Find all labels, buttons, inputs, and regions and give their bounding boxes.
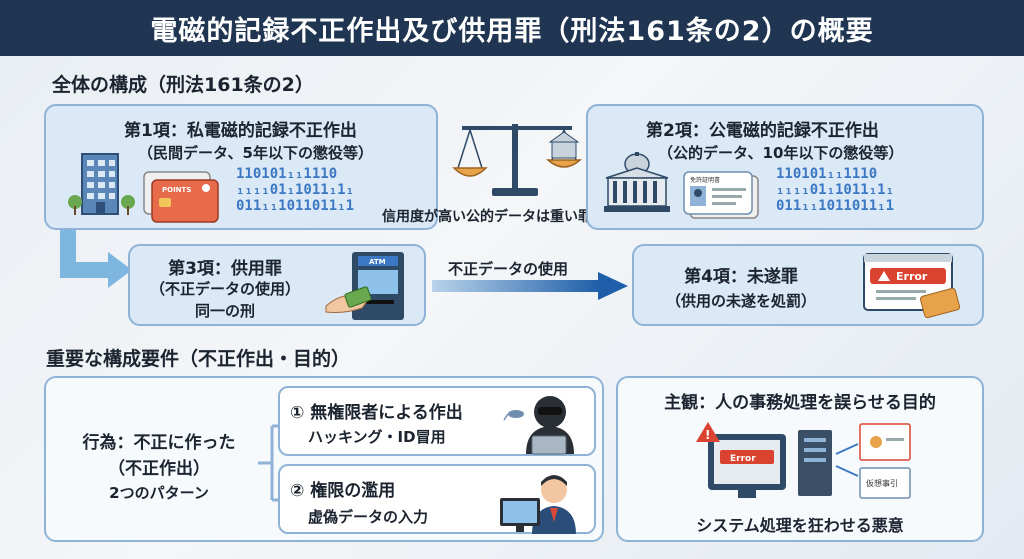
item3-sub2: 同一の刑 — [194, 302, 255, 320]
justice-scale-icon — [452, 124, 582, 196]
usage-arrow-label: 不正データの使用 — [448, 260, 569, 278]
atm-icon: ATM — [325, 252, 404, 320]
item3-sub1: （不正データの使用） — [149, 280, 300, 298]
item4-title: 第4項：未遂罪 — [684, 267, 798, 287]
hacker-icon — [503, 396, 574, 455]
pattern1-sub: ハッキング・ID冒用 — [308, 428, 446, 446]
item4-box: 第4項：未遂罪 （供用の未遂を処罰） Error — [632, 244, 984, 326]
office-building-icon — [68, 153, 135, 215]
item2-box: 第2項：公電磁的記録不正作出 （公的データ、10年以下の懲役等） 免許証明書 1… — [586, 104, 984, 230]
pattern1-title: ① 無権限者による作出 — [290, 403, 463, 423]
branch-connector — [258, 424, 288, 502]
act-line1: 行為：不正に作った — [82, 433, 236, 453]
overview-heading: 全体の構成（刑法161条の2） — [52, 74, 314, 96]
item3-title: 第3項：供用罪 — [168, 259, 282, 279]
item2-sub: （公的データ、10年以下の懲役等） — [658, 144, 904, 162]
header-bar: 電磁的記録不正作出及び供用罪（刑法161条の2）の概要 — [0, 0, 1024, 56]
item1-box: 第1項：私電磁的記録不正作出 （民間データ、5年以下の懲役等） POINTS 1… — [44, 104, 438, 230]
pattern2-title: ② 権限の濫用 — [290, 481, 396, 501]
id-card-icon: 免許証明書 — [683, 171, 759, 219]
svg-text:!: ! — [705, 428, 710, 442]
office-worker-icon — [500, 475, 576, 534]
item2-binary: 110101₁₁1110 ₁₁₁₁01₁1011₁1₁ 011₁₁1011011… — [776, 166, 895, 214]
scale-caption: 信用度が高い公的データは重い罪 — [382, 209, 592, 225]
pattern1-box: ① 無権限者による作出 ハッキング・ID冒用 — [278, 386, 596, 456]
doc-label: 仮想事引 — [866, 478, 898, 488]
error-window-icon: Error — [863, 253, 961, 319]
flow-arrow-to-item3 — [60, 230, 132, 288]
act-line3: 2つのパターン — [109, 484, 209, 502]
atm-label: ATM — [369, 258, 386, 266]
error-label-1: Error — [896, 270, 928, 283]
system-error-icon: Error ! 仮想事引 — [696, 422, 911, 499]
credit-card-icon: POINTS — [143, 171, 219, 223]
act-line2: （不正作出） — [108, 459, 210, 479]
item1-sub: （民間データ、5年以下の懲役等） — [138, 144, 373, 162]
item1-title: 第1項：私電磁的記録不正作出 — [124, 121, 357, 141]
pattern2-box: ② 権限の濫用 虚偽データの入力 — [278, 464, 596, 534]
item2-title: 第2項：公電磁的記録不正作出 — [646, 121, 879, 141]
item4-sub: （供用の未遂を処罰） — [665, 292, 816, 310]
card-label: POINTS — [162, 186, 191, 194]
page-title: 電磁的記録不正作出及び供用罪（刑法161条の2）の概要 — [150, 15, 874, 47]
government-building-icon — [604, 152, 670, 212]
subjective-box: 主観：人の事務処理を誤らせる目的 Error ! 仮想事引 システム処理を狂わせ… — [616, 376, 984, 542]
error-label-2: Error — [730, 454, 756, 464]
pattern2-sub: 虚偽データの入力 — [308, 508, 429, 526]
subjective-caption: システム処理を狂わせる悪意 — [696, 516, 904, 535]
item1-binary: 110101₁₁1110 ₁₁₁₁01₁1011₁1₁ 011₁₁1011011… — [236, 166, 355, 214]
act-box: 行為：不正に作った （不正作出） 2つのパターン ① 無権限者による作出 ハッキ… — [44, 376, 604, 542]
id-card-label: 免許証明書 — [690, 176, 720, 184]
requirements-heading: 重要な構成要件（不正作出・目的） — [46, 348, 351, 370]
item3-box: 第3項：供用罪 （不正データの使用） 同一の刑 ATM — [128, 244, 426, 326]
usage-arrow — [432, 272, 628, 300]
subjective-title: 主観：人の事務処理を誤らせる目的 — [664, 393, 936, 413]
